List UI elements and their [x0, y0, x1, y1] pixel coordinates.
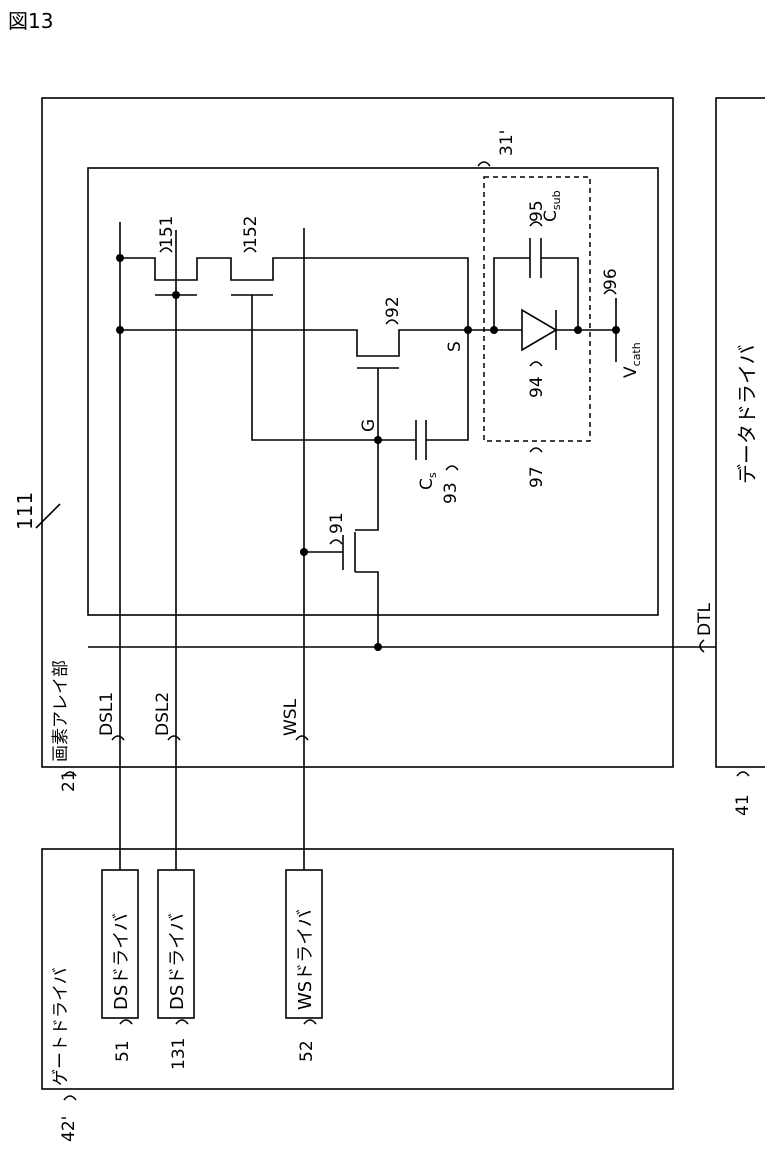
dsl1-label: DSL1	[97, 692, 117, 736]
ref-41-label: 41	[733, 794, 753, 816]
ref-21-label: 21	[59, 770, 79, 792]
junction-dot	[374, 436, 382, 444]
ref-51-label: 51	[113, 1040, 133, 1062]
gate-driver-frame	[42, 849, 673, 1089]
ref-31-label: 31'	[497, 130, 517, 156]
ref-131-label: 131	[169, 1038, 189, 1070]
figure-title: 図13	[8, 9, 53, 33]
ref-42-label: 42'	[59, 1116, 79, 1142]
dsl2-label: DSL2	[153, 692, 173, 736]
ref-96-label: 96	[601, 268, 621, 290]
gate-driver-label: ゲートドライバ	[51, 967, 71, 1086]
ref-111-label: 111	[13, 492, 37, 530]
dtl-label: DTL	[695, 603, 715, 636]
ref-93-label: 93	[441, 482, 461, 504]
ref-152-label: 152	[241, 216, 261, 248]
junction-dot	[300, 548, 308, 556]
junction-dot	[464, 326, 472, 334]
ref-92-label: 92	[383, 296, 403, 318]
junction-dot	[490, 326, 498, 334]
wsl-label: WSL	[281, 698, 301, 736]
junction-dot	[374, 643, 382, 651]
ws-driver-label: WSドライバ	[295, 909, 316, 1010]
junction-dot	[172, 291, 180, 299]
ref-52-label: 52	[297, 1040, 317, 1062]
pixel-array-label: 画素アレイ部	[51, 660, 71, 762]
junction-dot	[612, 326, 620, 334]
cs-label: Cs	[417, 472, 439, 490]
node-g-label: G	[359, 419, 379, 432]
ref-91-label: 91	[327, 512, 347, 534]
drive-path	[120, 330, 468, 356]
junction-dot	[574, 326, 582, 334]
svg-text:Cs: Cs	[417, 472, 439, 490]
ref-94-label: 94	[527, 376, 547, 398]
ds-driver-2-label: DSドライバ	[167, 913, 188, 1010]
node-s-label: S	[445, 341, 465, 352]
ref-97-label: 97	[527, 466, 547, 488]
svg-text:Vcath: Vcath	[621, 342, 643, 378]
data-driver-label: データドライバ	[735, 344, 759, 484]
ref-151-label: 151	[157, 216, 177, 248]
leader-111	[36, 504, 60, 528]
diode-94	[522, 310, 556, 350]
ds-driver-1-label: DSドライバ	[111, 913, 132, 1010]
junction-dot	[116, 326, 124, 334]
pixel-array-frame	[42, 98, 673, 767]
junction-dot	[116, 254, 124, 262]
vcath-label: Vcath	[621, 342, 643, 378]
